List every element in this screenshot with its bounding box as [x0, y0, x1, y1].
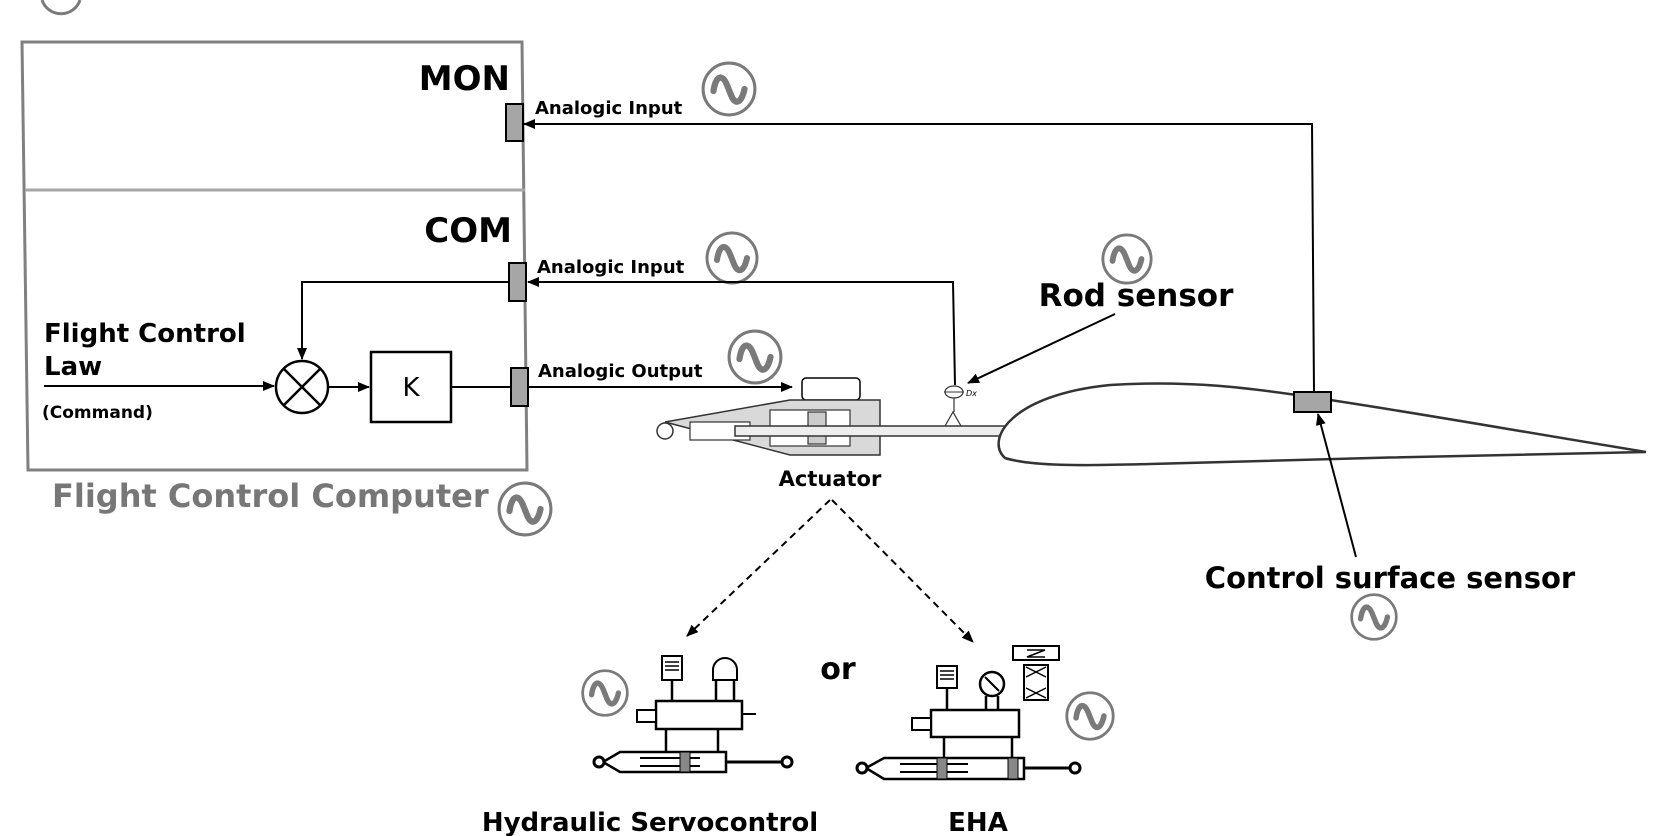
flight-control-computer-title: Flight Control Computer: [52, 477, 489, 515]
gain-label: K: [402, 373, 420, 403]
feedback-line: [297, 281, 508, 360]
command-label: (Command): [42, 403, 153, 423]
actuator-drawing: [656, 377, 1040, 456]
rod-sensor-signal-icon: [1103, 235, 1151, 283]
eha-signal-icon: [1067, 693, 1113, 739]
mon-input-label: Analogic Input: [535, 98, 683, 119]
gain-block: [369, 350, 453, 424]
eha-label: EHA: [948, 808, 1008, 836]
hydraulic-signal-icon: [583, 671, 628, 716]
mon-input-port: [505, 103, 524, 142]
rod-sensor-label: Rod sensor: [1039, 278, 1234, 314]
com-output-label: Analogic Output: [538, 361, 703, 382]
signal-icon-partial-top: [40, 0, 82, 16]
rod-sensor-tag: Dx: [966, 389, 977, 398]
hydraulic-servocontrol-label: Hydraulic Servocontrol: [482, 808, 818, 836]
control-surface-sensor-label: Control surface sensor: [1205, 561, 1576, 595]
rod-sensor-glyph: Dx: [944, 385, 977, 412]
control-surface-sensor-pointer-arrow: [1315, 413, 1357, 558]
flight-control-law-label-line2: Law: [44, 352, 102, 382]
actuator-label: Actuator: [779, 467, 882, 491]
mon-label: MON: [419, 59, 510, 99]
flight-control-law-label-line1: Flight Control: [44, 319, 246, 349]
com-output-port: [510, 367, 529, 407]
com-input-signal-icon: [707, 233, 757, 283]
summing-junction-icon: [274, 359, 330, 415]
eha-drawing: [855, 645, 1082, 781]
computer-signal-icon: [499, 483, 551, 535]
mon-feedback-line: [523, 119, 1315, 393]
com-output-signal-icon: [729, 331, 781, 383]
hydraulic-servocontrol-drawing: [592, 655, 794, 774]
actuator-to-eha-dashed-arrow: [831, 499, 974, 643]
mon-input-signal-icon: [703, 63, 755, 115]
or-label: or: [820, 652, 856, 687]
control-surface-sensor-signal-icon: [1352, 595, 1397, 640]
control-surface-sensor-port: [1293, 391, 1332, 413]
com-input-label: Analogic Input: [537, 257, 685, 278]
actuator-to-hydraulic-dashed-arrow: [686, 499, 831, 637]
com-input-port: [508, 262, 527, 302]
rod-sensor-pointer-arrow: [967, 313, 1116, 384]
com-label: COM: [424, 211, 512, 251]
rod-sensor-feedback-line: [527, 277, 956, 386]
